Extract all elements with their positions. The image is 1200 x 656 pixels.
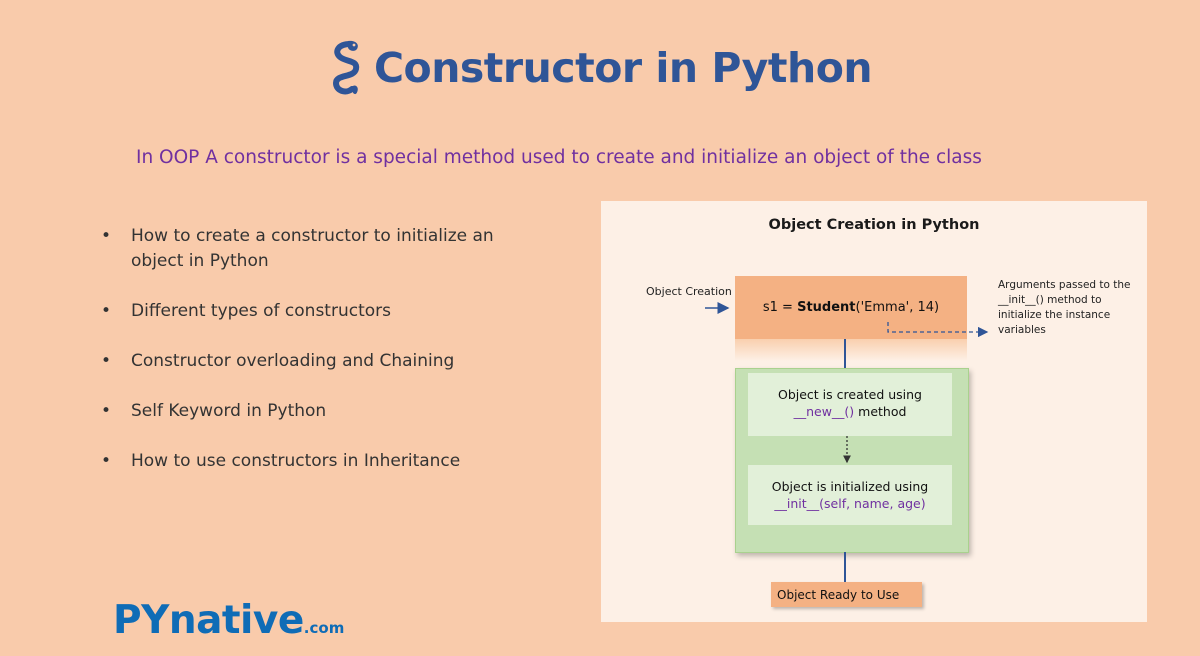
bullet-dot: • — [101, 301, 112, 321]
list-item-text: Self Keyword in Python — [131, 401, 327, 421]
list-item: • Self Keyword in Python — [98, 399, 538, 424]
page-title: Constructor in Python — [0, 38, 1200, 98]
list-item: • How to use constructors in Inheritance — [98, 449, 538, 474]
constructor-call-box: s1 = Student('Emma', 14) — [735, 276, 967, 361]
list-item-text: How to create a constructor to initializ… — [131, 226, 494, 271]
code-prefix: s1 = — [762, 300, 798, 315]
list-item: • Constructor overloading and Chaining — [98, 349, 538, 374]
pynative-logo[interactable]: PYnative.com — [113, 598, 344, 643]
object-lifecycle-box: Object is created using __new__() method… — [735, 368, 969, 553]
step-new-text: Object is created using — [778, 387, 922, 402]
object-creation-diagram: Object Creation in Python Object Creatio… — [601, 201, 1147, 622]
step-new-method-line: __new__() method — [748, 403, 952, 420]
init-method: __init__(self, name, age) — [774, 496, 926, 511]
new-method: __new__() — [793, 404, 855, 419]
bullet-dot: • — [101, 451, 112, 471]
step-new-suffix: method — [854, 404, 907, 419]
subtitle: In OOP A constructor is a special method… — [136, 147, 982, 168]
list-item: • Different types of constructors — [98, 299, 538, 324]
bullet-dot: • — [101, 401, 112, 421]
topic-list: • How to create a constructor to initiali… — [98, 224, 538, 499]
logo-suffix: .com — [303, 619, 345, 637]
diagram-title: Object Creation in Python — [768, 217, 980, 233]
logo-brand: PYnative — [113, 598, 304, 643]
list-item-text: Different types of constructors — [131, 301, 391, 321]
class-name: Student — [797, 300, 856, 315]
arguments-note: Arguments passed to the __init__() metho… — [998, 279, 1131, 336]
title-text: Constructor in Python — [373, 44, 873, 92]
step-new-box: Object is created using __new__() method — [748, 373, 952, 436]
bullet-dot: • — [101, 226, 112, 246]
step-init-text: Object is initialized using — [771, 479, 929, 494]
step-init-box: Object is initialized using __init__(sel… — [748, 465, 952, 525]
object-creation-label: Object Creation — [646, 285, 732, 298]
python-snake-icon — [332, 40, 360, 95]
list-item-text: How to use constructors in Inheritance — [131, 451, 461, 471]
object-ready-box: Object Ready to Use — [771, 582, 922, 607]
code-args: ('Emma', 14) — [855, 300, 940, 315]
list-item-text: Constructor overloading and Chaining — [131, 351, 455, 371]
bullet-dot: • — [101, 351, 112, 371]
list-item: • How to create a constructor to initiali… — [98, 224, 538, 274]
